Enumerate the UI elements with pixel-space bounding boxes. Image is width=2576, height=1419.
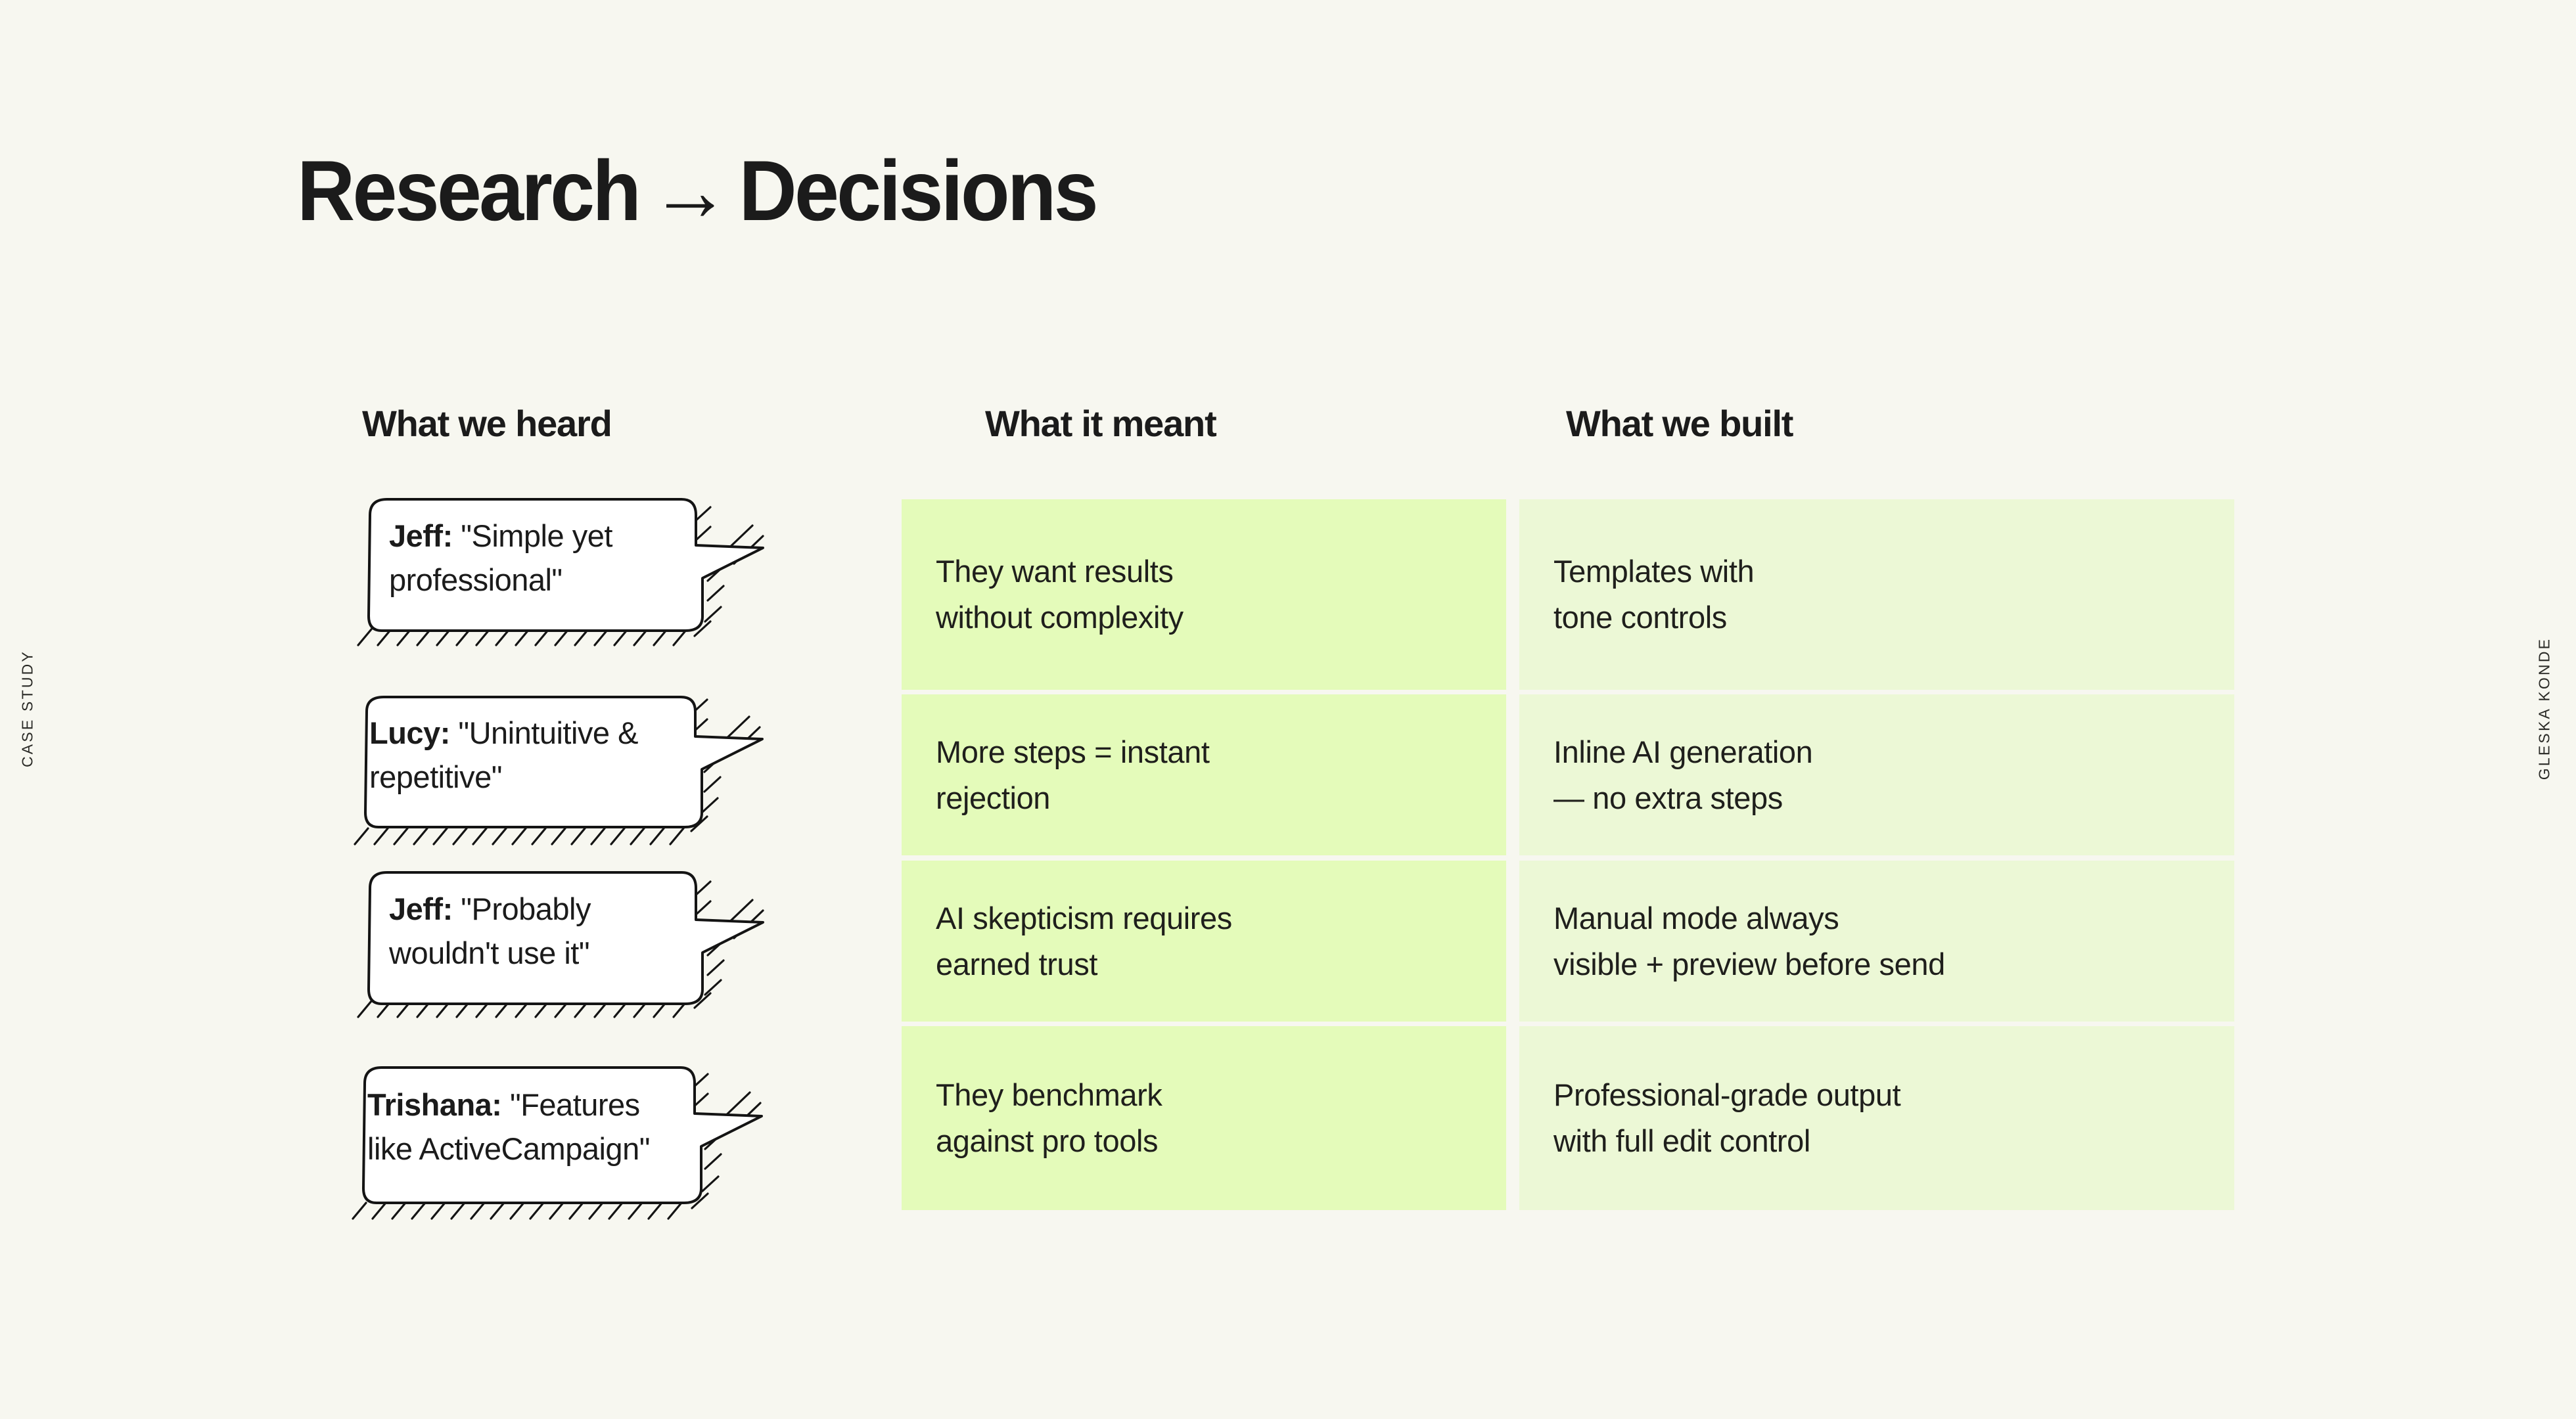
built-line2-row-2: — no extra steps xyxy=(1553,780,1783,815)
meant-line2-row-1: without complexity xyxy=(936,600,1184,635)
arrow-right-icon: → xyxy=(650,143,730,238)
column-header-what-it-meant: What it meant xyxy=(985,403,1217,444)
cell-meant-row-3: AI skepticism requires earned trust xyxy=(902,861,1506,1022)
speaker-name-row-1: Jeff: xyxy=(389,518,453,553)
meant-line1-row-4: They benchmark xyxy=(936,1077,1162,1113)
speaker-name-row-4: Trishana: xyxy=(367,1087,502,1122)
meant-line1-row-2: More steps = instant xyxy=(936,734,1210,769)
cell-meant-row-1: They want results without complexity xyxy=(902,499,1506,690)
quote-line2-row-2: repetitive" xyxy=(369,759,502,794)
meant-line2-row-4: against pro tools xyxy=(936,1123,1159,1158)
speech-bubble-shape-icon xyxy=(357,498,764,646)
column-header-what-we-heard: What we heard xyxy=(362,403,612,444)
quote-line1-row-4: "Features xyxy=(510,1087,640,1122)
meant-line2-row-3: earned trust xyxy=(936,946,1098,981)
speech-bubble-shape-icon xyxy=(354,696,764,845)
cell-meant-row-4: They benchmark against pro tools xyxy=(902,1026,1506,1210)
speaker-name-row-3: Jeff: xyxy=(389,891,453,926)
speech-bubble-text-row-3: Jeff: "Probably wouldn't use it" xyxy=(389,888,591,975)
quote-line1-row-1: "Simple yet xyxy=(461,518,612,553)
quote-line2-row-1: professional" xyxy=(389,562,563,597)
quote-line1-row-2: "Unintuitive & xyxy=(458,715,638,750)
built-line1-row-1: Templates with xyxy=(1553,554,1755,589)
meant-line1-row-3: AI skepticism requires xyxy=(936,900,1232,935)
speech-bubble-text-row-2: Lucy: "Unintuitive & repetitive" xyxy=(369,711,638,799)
speech-bubble-text-row-4: Trishana: "Features like ActiveCampaign" xyxy=(367,1083,650,1171)
quote-line2-row-4: like ActiveCampaign" xyxy=(367,1131,650,1166)
quote-line1-row-3: "Probably xyxy=(461,891,591,926)
quote-line2-row-3: wouldn't use it" xyxy=(389,935,590,970)
speech-bubble-shape-icon xyxy=(357,871,764,1018)
meant-line2-row-2: rejection xyxy=(936,780,1051,815)
cell-meant-row-2: More steps = instant rejection xyxy=(902,694,1506,855)
built-line1-row-3: Manual mode always xyxy=(1553,900,1839,935)
built-line1-row-2: Inline AI generation xyxy=(1553,734,1813,769)
speaker-name-row-2: Lucy: xyxy=(369,715,450,750)
built-line2-row-4: with full edit control xyxy=(1553,1123,1810,1158)
built-line2-row-1: tone controls xyxy=(1553,600,1727,635)
cell-built-row-3: Manual mode always visible + preview bef… xyxy=(1519,861,2234,1022)
cell-built-row-4: Professional-grade output with full edit… xyxy=(1519,1026,2234,1210)
speech-bubble-text-row-1: Jeff: "Simple yet professional" xyxy=(389,514,612,602)
built-line1-row-4: Professional-grade output xyxy=(1553,1077,1901,1113)
page-title-part-1: Research xyxy=(297,143,641,238)
meant-line1-row-1: They want results xyxy=(936,554,1174,589)
page-title: Research→Decisions xyxy=(297,141,1099,240)
cell-built-row-2: Inline AI generation — no extra steps xyxy=(1519,694,2234,855)
cell-built-row-1: Templates with tone controls xyxy=(1519,499,2234,690)
column-header-what-we-built: What we built xyxy=(1566,403,1793,444)
built-line2-row-3: visible + preview before send xyxy=(1553,946,1945,981)
page-title-part-2: Decisions xyxy=(739,143,1098,238)
speech-bubble-shape-icon xyxy=(352,1066,763,1220)
